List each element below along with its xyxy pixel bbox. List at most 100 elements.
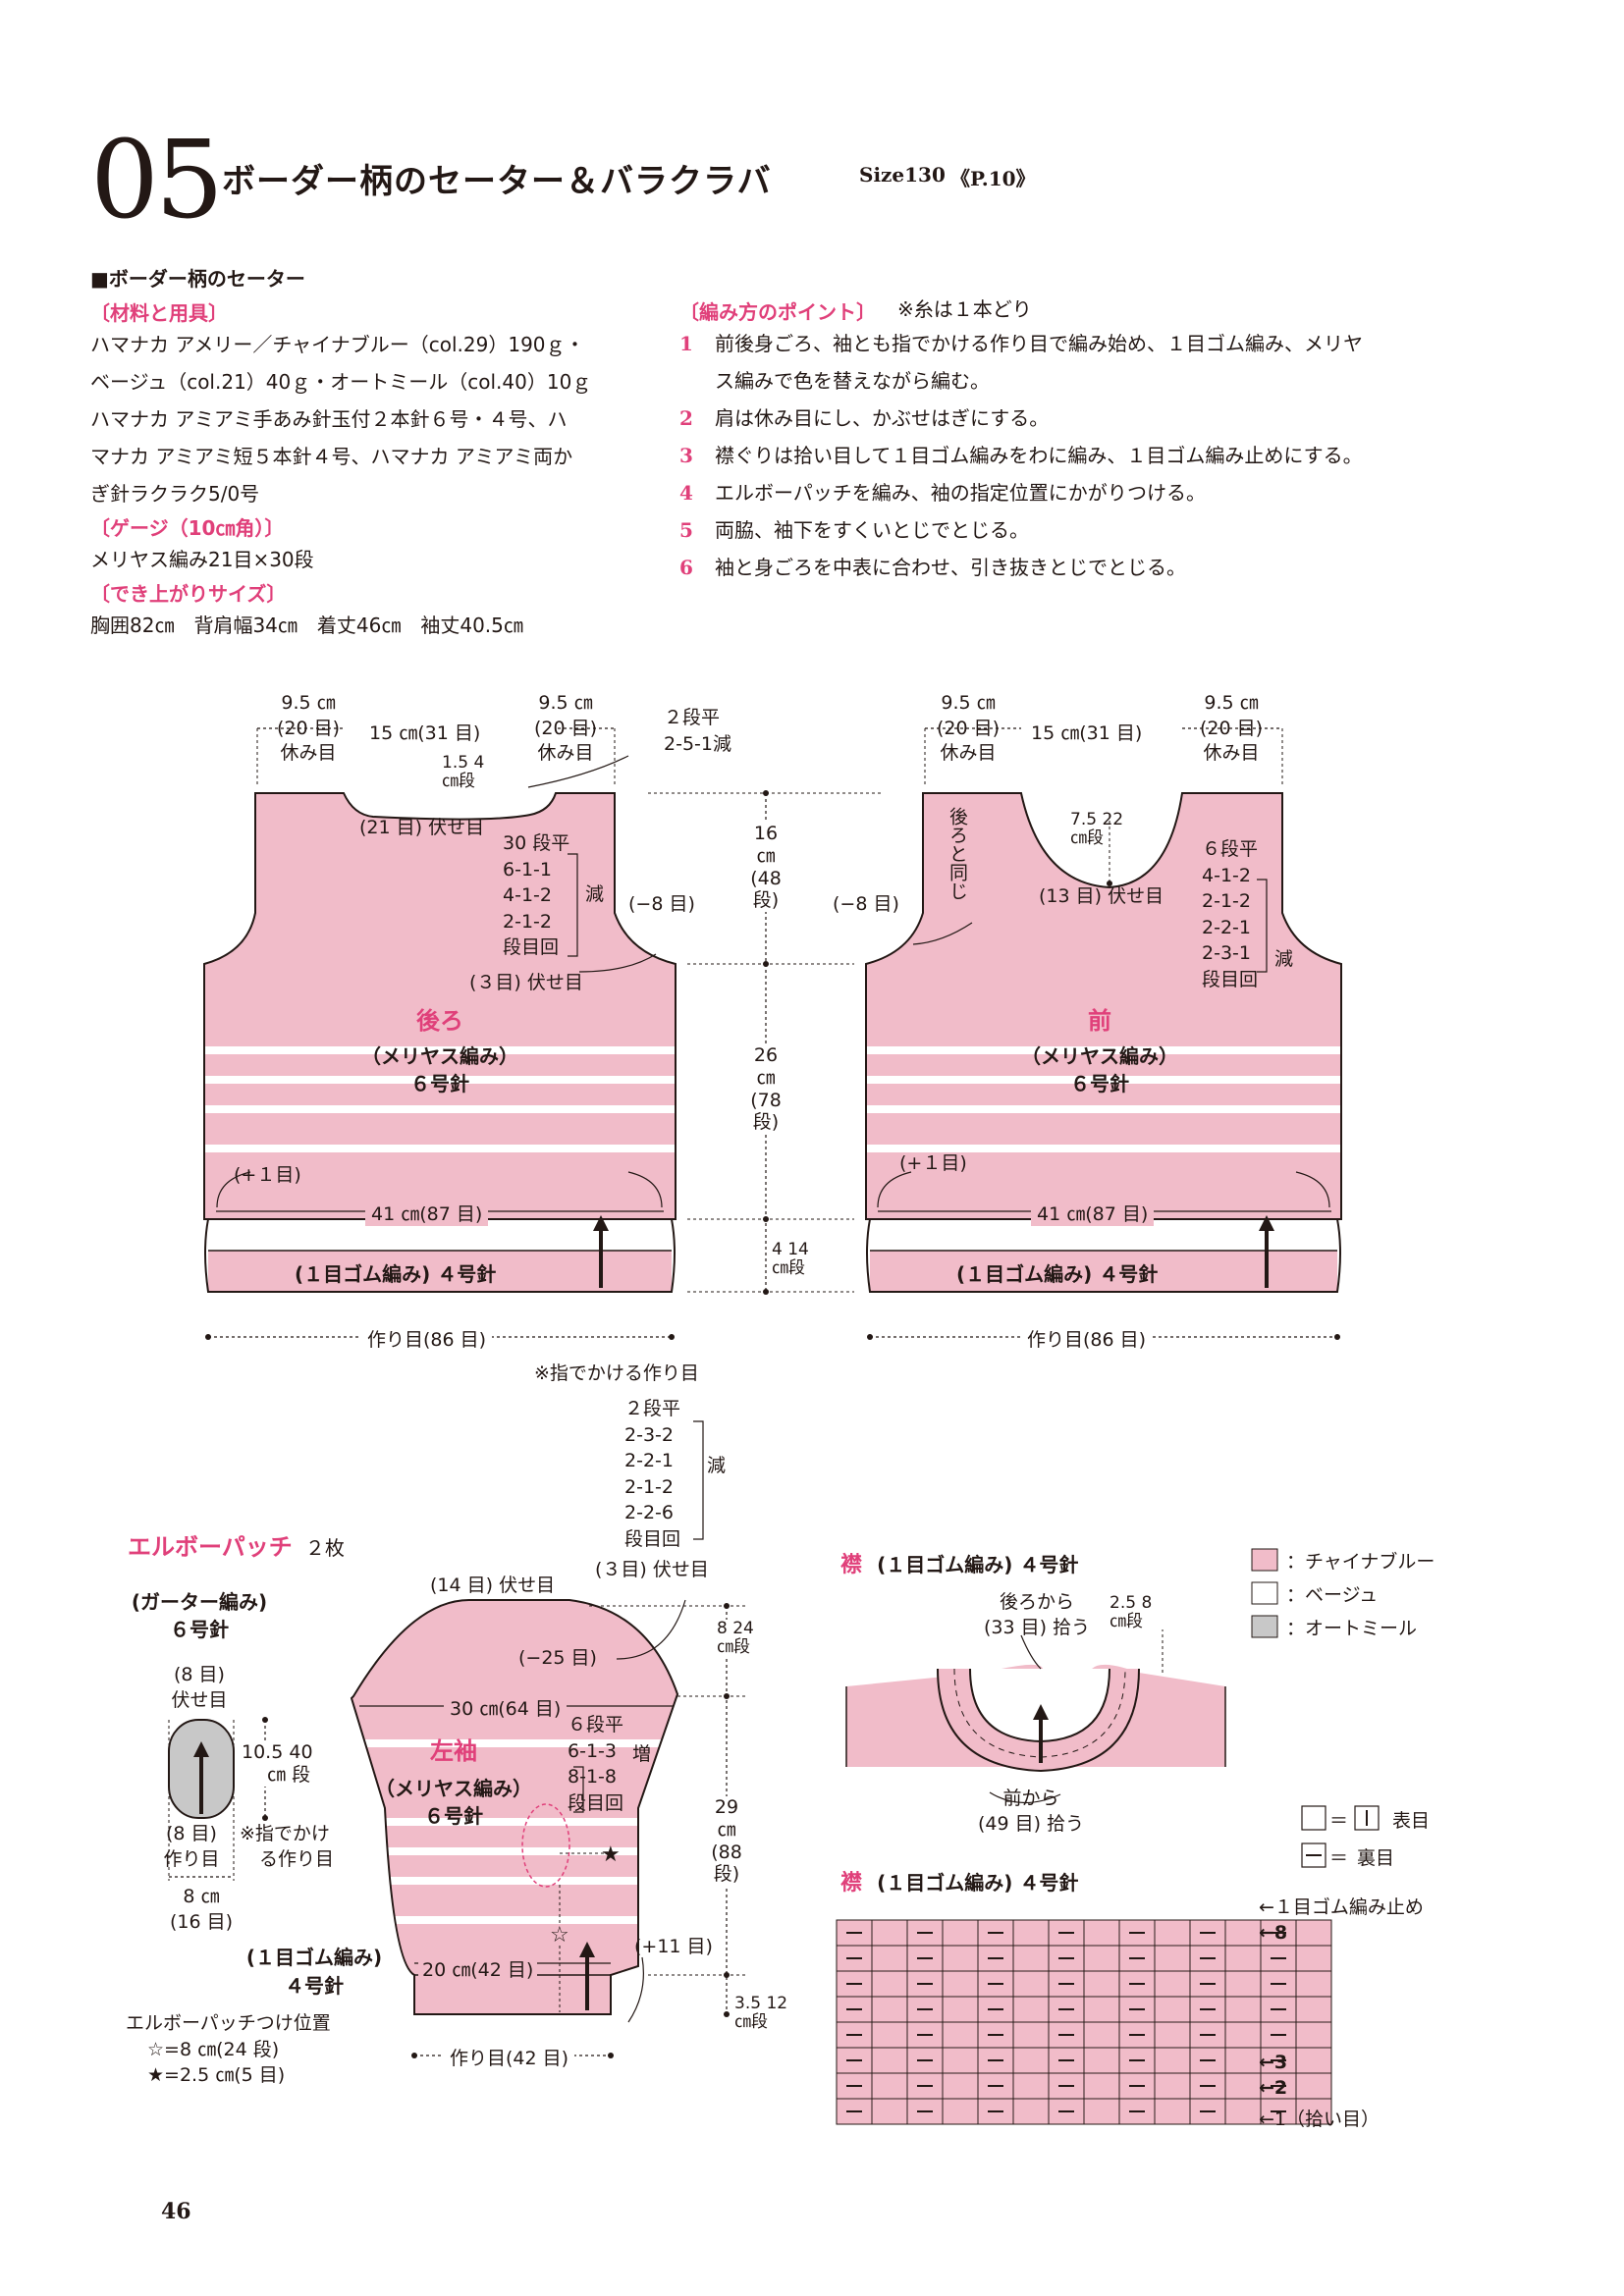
elbow-patch-title: エルボーパッチ ２枚 bbox=[128, 1533, 345, 1561]
back-shoulder-left: 9.5 ㎝(20 目)休み目 bbox=[276, 692, 341, 765]
elbow-patch-stitch: (ガーター編み)６号針 bbox=[131, 1590, 268, 1641]
legend-item: ：ベージュ bbox=[1286, 1584, 1379, 1606]
front-shoulder-left: 9.5 ㎝(20 目)休み目 bbox=[936, 692, 1001, 765]
page-title: ボーダー柄のセーター＆バラクラバ bbox=[222, 162, 772, 201]
sleeve-cap-label: 減 bbox=[707, 1455, 727, 1476]
materials-line: ベージュ（col.21）40ｇ・オートミール（col.40）10ｇ bbox=[90, 370, 592, 394]
instruction-step: ス編みで色を替えながら編む。 bbox=[715, 369, 990, 393]
finished-size-heading: 〔でき上がりサイズ〕 bbox=[90, 582, 287, 606]
sleeve-stitch: （メリヤス編み） bbox=[375, 1777, 532, 1800]
elbow-patch-bottom: (8 目)作り目 bbox=[163, 1823, 220, 1870]
purl-symbol-eq: ＝ bbox=[1329, 1847, 1349, 1869]
sleeve-increase-total: (+11 目) bbox=[634, 1936, 713, 1957]
back-increase: (+１目) bbox=[234, 1164, 301, 1186]
rib-chart-row-3: ←3 bbox=[1259, 2052, 1288, 2073]
rib-chart-bindoff: ←１目ゴム編み止め bbox=[1259, 1896, 1424, 1918]
front-dec-left: (−8 目) bbox=[833, 893, 899, 915]
sleeve-top-bindoff: (14 目) 伏せ目 bbox=[430, 1575, 556, 1596]
back-armhole-total: (−8 目) bbox=[628, 893, 695, 915]
back-neck-width: 15 ㎝(31 目) bbox=[369, 722, 481, 744]
elbow-patch-top: (8 目)伏せ目 bbox=[171, 1664, 228, 1711]
back-piece-name: 後ろ bbox=[416, 1007, 463, 1035]
gauge-text: メリヤス編み21目×30段 bbox=[90, 548, 314, 571]
sleeve-cap-total: (−25 目) bbox=[518, 1647, 597, 1669]
rib-chart-title: 襟 (１目ゴム編み) ４号針 bbox=[840, 1871, 1079, 1896]
front-neck-bindoff: (13 目) 伏せ目 bbox=[1039, 885, 1164, 907]
sleeve-upper-width: 30 ㎝(64 目) bbox=[444, 1694, 568, 1721]
legend-item: ：チャイナブルー bbox=[1286, 1551, 1435, 1573]
sleeve-rib: (１目ゴム編み)４号針 bbox=[245, 1946, 383, 1998]
sleeve-side-bindoff: (３目) 伏せ目 bbox=[595, 1559, 709, 1580]
instructions-heading: 〔編み方のポイント〕 bbox=[679, 300, 876, 324]
cast-on-note: ※指でかける作り目 bbox=[534, 1362, 699, 1384]
elbow-patch-note: ※指でかける作り目 bbox=[240, 1823, 335, 1870]
legend-item: ：オートミール bbox=[1286, 1618, 1418, 1639]
knit-label: 表目 bbox=[1392, 1810, 1431, 1832]
front-same-as-back: 後ろと同じ bbox=[947, 807, 968, 900]
rib-chart-grid bbox=[836, 1919, 1332, 2125]
sleeve-lower-width: 20 ㎝(42 目) bbox=[418, 1955, 538, 1982]
back-stitch: （メリヤス編み） bbox=[361, 1044, 518, 1068]
front-shoulder-right: 9.5 ㎝(20 目)休み目 bbox=[1199, 692, 1264, 765]
legend-swatch-beige bbox=[1251, 1581, 1278, 1605]
front-neck-label: 減 bbox=[1274, 948, 1294, 970]
page-number: 46 bbox=[161, 2199, 191, 2224]
sleeve-cast-on: 作り目(42 目) bbox=[444, 2044, 575, 2070]
sweater-heading: ■ボーダー柄のセーター bbox=[90, 267, 305, 291]
front-needle: ６号針 bbox=[1070, 1072, 1129, 1095]
materials-line: ぎ針ラクラク5/0号 bbox=[90, 482, 260, 506]
collar-back-pickup: 後ろから(33 目) 拾う bbox=[983, 1591, 1091, 1638]
elbow-patch-width: 8 ㎝(16 目) bbox=[157, 1885, 245, 1936]
size-label: Size130 bbox=[859, 163, 946, 187]
front-cast-on: 作り目(86 目) bbox=[1021, 1325, 1153, 1352]
legend-swatch-pink bbox=[1251, 1548, 1278, 1572]
collar-front-pickup: 前から(49 目) 拾う bbox=[977, 1788, 1085, 1835]
knit-symbol-blank bbox=[1301, 1805, 1326, 1831]
front-piece-name: 前 bbox=[1088, 1007, 1111, 1035]
back-armhole-bindoff: (３目) 伏せ目 bbox=[469, 972, 583, 993]
elbow-patch-position: エルボーパッチつけ位置 ☆=8 ㎝(24 段) ★=2.5 ㎝(5 目) bbox=[126, 2012, 331, 2087]
materials-heading: 〔材料と用具〕 bbox=[90, 301, 228, 325]
front-width: 41 ㎝(87 目) bbox=[1031, 1200, 1155, 1226]
purl-label: 裏目 bbox=[1357, 1847, 1395, 1869]
back-needle: ６号針 bbox=[410, 1072, 469, 1095]
back-width: 41 ㎝(87 目) bbox=[365, 1200, 489, 1226]
materials-line: ハマナカ アミアミ手あみ針玉付２本針６号・４号、ハ bbox=[90, 407, 568, 431]
back-cast-on: 作り目(86 目) bbox=[361, 1325, 493, 1352]
sleeve-increase-label: 増 bbox=[632, 1743, 652, 1765]
star-outline-icon: ☆ bbox=[550, 1923, 569, 1948]
front-rib: (１目ゴム編み) ４号針 bbox=[956, 1262, 1159, 1286]
finished-size-text: 胸囲82㎝ 背肩幅34㎝ 着丈46㎝ 袖丈40.5㎝ bbox=[90, 614, 523, 637]
back-armhole-label: 減 bbox=[585, 883, 605, 905]
elbow-patch-height: 10.5 40 ㎝ 段 bbox=[242, 1741, 313, 1787]
front-stitch: （メリヤス編み） bbox=[1021, 1044, 1178, 1068]
front-neck-width: 15 ㎝(31 目) bbox=[1031, 722, 1143, 744]
rib-chart-row-8: ←8 bbox=[1259, 1922, 1288, 1944]
back-shoulder-right: 9.5 ㎝(20 目)休み目 bbox=[533, 692, 598, 765]
legend-swatch-oatmeal bbox=[1251, 1615, 1278, 1638]
back-rib: (１目ゴム編み) ４号針 bbox=[295, 1262, 497, 1286]
rib-chart-row-2: ←2 bbox=[1259, 2077, 1288, 2099]
knit-symbol-eq: ＝ bbox=[1329, 1810, 1349, 1832]
